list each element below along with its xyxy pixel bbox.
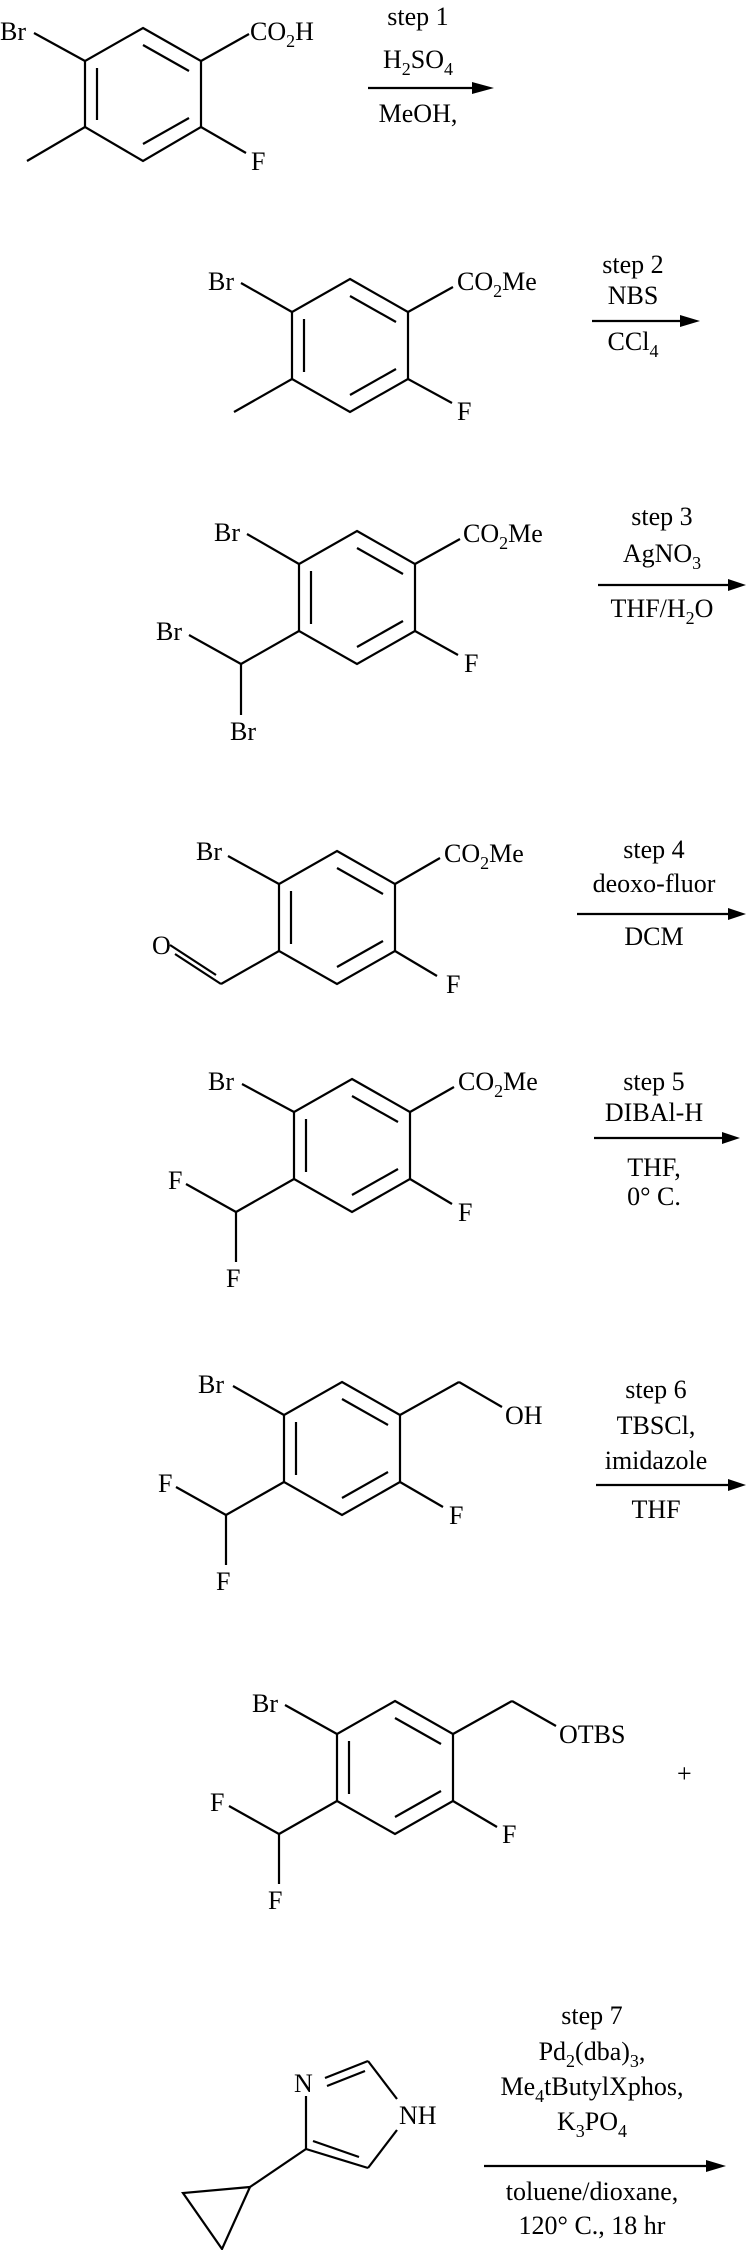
atom-label-f: F <box>168 1166 182 1195</box>
arrowhead-icon <box>680 315 700 327</box>
compound-8-cyclopropyl-imidazole: N NH <box>181 2059 437 2250</box>
reagent: Pd2(dba)3, <box>539 2037 646 2071</box>
atom-label-f: F <box>464 649 478 678</box>
arrowhead-icon <box>728 579 746 591</box>
atom-label-f: F <box>502 1820 516 1849</box>
reagent: TBSCl, <box>617 1411 696 1440</box>
reagent: AgNO3 <box>623 539 701 573</box>
atom-label-br: Br <box>208 267 234 296</box>
reaction-arrow-step-6: step 6 TBSCl, imidazole THF <box>596 1375 746 1524</box>
reagent: DIBAl-H <box>605 1098 703 1127</box>
compound-2-methyl-ester: Br CO2Me F <box>208 267 537 426</box>
atom-label-n: N <box>294 2069 313 2098</box>
conditions: 120° C., 18 hr <box>519 2211 666 2240</box>
atom-label-f: F <box>210 1788 224 1817</box>
atom-label-f: F <box>446 970 460 999</box>
atom-label-co2h: CO2H <box>250 17 314 51</box>
reagent: H2SO4 <box>383 45 453 79</box>
compound-1-acid: Br CO2H F <box>0 17 314 176</box>
reaction-arrow-step-7: step 7 Pd2(dba)3, Me4tButylXphos, K3PO4 … <box>484 2001 726 2240</box>
solvent: THF, <box>627 1153 681 1182</box>
atom-label-co2me: CO2Me <box>463 519 543 553</box>
solvent: CCl4 <box>608 327 659 361</box>
atom-label-f: F <box>268 1886 282 1915</box>
step-label: step 3 <box>631 502 692 531</box>
arrowhead-icon <box>728 1479 746 1491</box>
reaction-arrow-step-2: step 2 NBS CCl4 <box>592 250 700 361</box>
step-label: step 6 <box>625 1375 686 1404</box>
step-label: step 1 <box>387 2 448 31</box>
temperature: 0° C. <box>627 1182 681 1211</box>
arrowhead-icon <box>472 82 494 94</box>
compound-5-difluoromethyl-ester: Br CO2Me F F F <box>168 1067 538 1293</box>
atom-label-co2me: CO2Me <box>457 267 537 301</box>
compound-3-dibromomethyl: Br CO2Me F Br Br <box>156 518 543 746</box>
atom-label-f: F <box>251 147 265 176</box>
atom-label-br: Br <box>208 1067 234 1096</box>
atom-label-f: F <box>158 1469 172 1498</box>
plus-sign: + <box>677 1759 692 1788</box>
atom-label-br: Br <box>252 1689 278 1718</box>
compound-4-aldehyde: Br CO2Me F O <box>152 837 524 999</box>
arrowhead-icon <box>722 1132 740 1144</box>
step-label: step 4 <box>623 835 684 864</box>
compound-7-tbs-ether: Br OTBS F F F + <box>210 1689 692 1915</box>
atom-label-f: F <box>458 1198 472 1227</box>
reaction-arrow-step-5: step 5 DIBAl-H THF, 0° C. <box>594 1067 740 1211</box>
atom-label-br: Br <box>198 1370 224 1399</box>
step-label: step 2 <box>602 250 663 279</box>
reaction-arrow-step-4: step 4 deoxo-fluor DCM <box>577 835 746 951</box>
atom-label-co2me: CO2Me <box>458 1067 538 1101</box>
arrowhead-icon <box>728 908 746 920</box>
solvent: toluene/dioxane, <box>506 2177 679 2206</box>
atom-label-oh: OH <box>505 1401 543 1430</box>
atom-label-br: Br <box>230 717 256 746</box>
reaction-arrow-step-3: step 3 AgNO3 THF/H2O <box>598 502 746 628</box>
reagent: imidazole <box>605 1446 708 1475</box>
compound-6-benzyl-alcohol: Br OH F F F <box>158 1370 543 1596</box>
step-label: step 5 <box>623 1067 684 1096</box>
atom-label-f: F <box>216 1567 230 1596</box>
atom-label-o: O <box>152 931 171 960</box>
atom-label-br: Br <box>0 17 26 46</box>
solvent: MeOH, <box>379 99 458 128</box>
atom-label-br: Br <box>214 518 240 547</box>
reaction-arrow-step-1: step 1 H2SO4 MeOH, <box>368 2 494 128</box>
arrowhead-icon <box>706 2160 726 2172</box>
atom-label-co2me: CO2Me <box>444 839 524 873</box>
step-label: step 7 <box>561 2001 622 2030</box>
atom-label-f: F <box>449 1501 463 1530</box>
atom-label-f: F <box>226 1264 240 1293</box>
atom-label-f: F <box>457 397 471 426</box>
solvent: THF <box>631 1495 680 1524</box>
reagent: Me4tButylXphos, <box>500 2072 683 2106</box>
solvent: THF/H2O <box>611 594 714 628</box>
reagent: K3PO4 <box>557 2107 627 2141</box>
solvent: DCM <box>624 922 683 951</box>
atom-label-otbs: OTBS <box>559 1720 625 1749</box>
atom-label-nh: NH <box>399 2101 437 2130</box>
atom-label-br: Br <box>196 837 222 866</box>
atom-label-br: Br <box>156 617 182 646</box>
reagent: NBS <box>608 281 659 310</box>
reagent: deoxo-fluor <box>593 869 716 898</box>
